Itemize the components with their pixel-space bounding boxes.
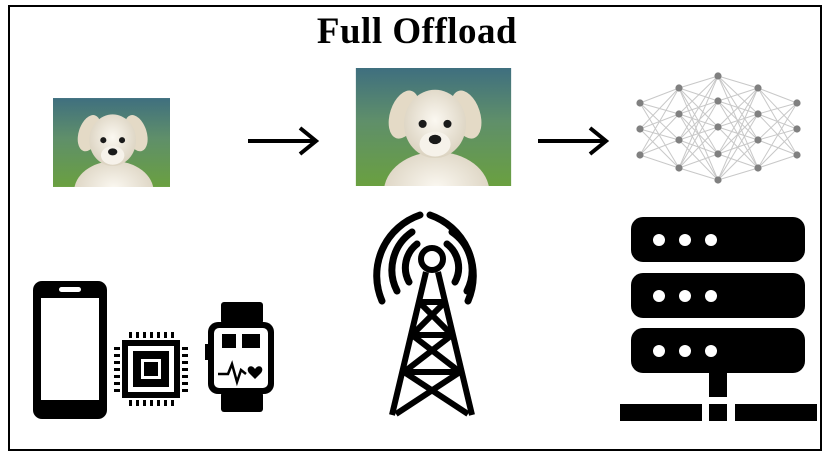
- nn-edge: [639, 102, 680, 169]
- arrow-right-icon: [248, 126, 320, 156]
- nn-edge: [717, 87, 759, 102]
- nn-edge: [678, 100, 719, 141]
- nn-node: [754, 110, 762, 118]
- arrow-right-icon: [538, 126, 610, 156]
- nn-edge: [678, 126, 719, 141]
- nn-node: [636, 99, 644, 107]
- smartwatch-icon: [205, 302, 274, 412]
- nn-edge: [678, 153, 719, 169]
- nn-edge: [639, 113, 680, 156]
- nn-edge: [717, 87, 759, 128]
- nn-node: [754, 136, 762, 144]
- nn-node: [675, 84, 683, 92]
- neural-network-icon: [636, 72, 801, 184]
- nn-edge: [757, 128, 798, 169]
- nn-edge: [678, 167, 719, 181]
- nn-edge: [757, 139, 798, 156]
- nn-edge: [678, 75, 719, 141]
- nn-node: [636, 125, 644, 133]
- nn-edge: [757, 154, 798, 169]
- nn-edge: [717, 75, 759, 169]
- nn-edge: [678, 75, 719, 89]
- nn-node: [714, 72, 722, 80]
- nn-edge: [678, 139, 719, 181]
- nn-node: [636, 151, 644, 159]
- nn-edge: [678, 75, 719, 115]
- nn-edge: [678, 75, 719, 169]
- nn-edge: [717, 139, 759, 181]
- nn-node: [675, 164, 683, 172]
- nn-edge: [639, 128, 680, 169]
- nn-node: [675, 110, 683, 118]
- nn-edge: [717, 113, 759, 181]
- nn-node: [714, 97, 722, 105]
- cell-tower-icon: [373, 211, 477, 417]
- nn-edge: [639, 87, 680, 156]
- microchip-icon: [114, 332, 188, 406]
- nn-edge: [639, 87, 680, 130]
- nn-edge: [678, 100, 719, 169]
- nn-node: [754, 84, 762, 92]
- server-rack-icon: [620, 217, 817, 421]
- nn-edge: [757, 102, 798, 169]
- nn-node: [714, 176, 722, 184]
- nn-edge: [757, 102, 798, 115]
- nn-edge: [717, 87, 759, 181]
- nn-edge: [717, 75, 759, 89]
- nn-node: [793, 125, 801, 133]
- nn-edge: [757, 87, 798, 104]
- nn-node: [754, 164, 762, 172]
- nn-node: [793, 99, 801, 107]
- nn-node: [714, 150, 722, 158]
- nn-edge: [639, 87, 680, 104]
- nn-edge: [717, 87, 759, 155]
- source-image: [53, 98, 170, 187]
- nn-edge: [757, 102, 798, 141]
- nn-node: [675, 136, 683, 144]
- nn-edge: [717, 167, 759, 181]
- nn-edge: [639, 154, 680, 169]
- nn-edge: [639, 139, 680, 156]
- smartphone-icon: [33, 281, 107, 419]
- nn-node: [714, 123, 722, 131]
- nn-edge: [757, 128, 798, 141]
- diagram-title: Full Offload: [316, 11, 518, 52]
- nn-edge: [717, 153, 759, 169]
- transmitted-image: [355, 68, 512, 186]
- nn-node: [793, 151, 801, 159]
- nn-edge: [678, 126, 719, 169]
